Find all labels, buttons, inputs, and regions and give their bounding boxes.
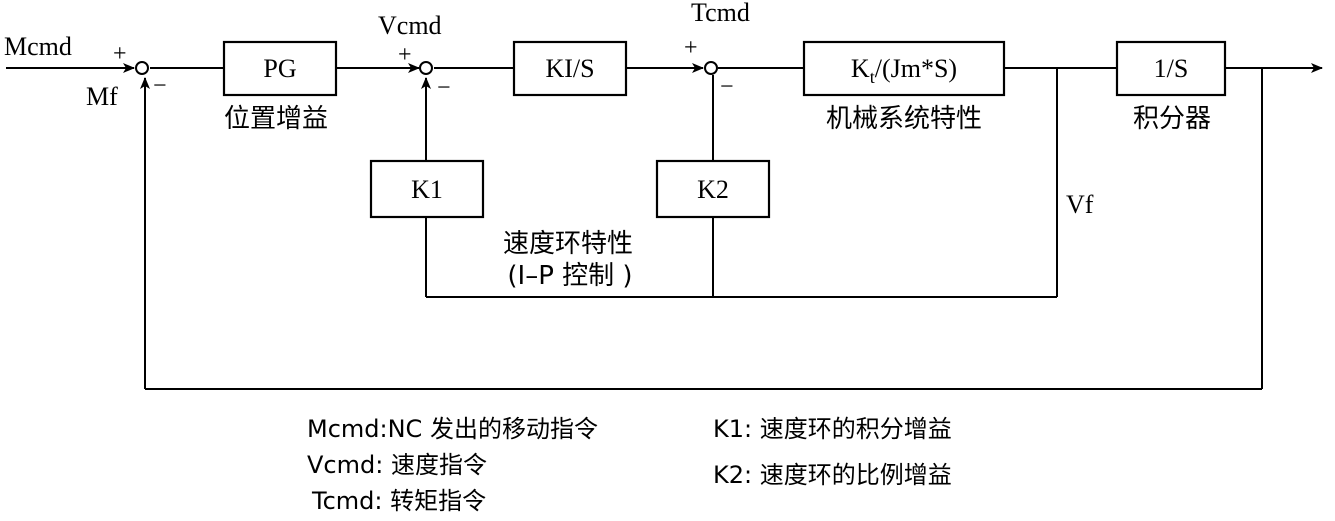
legend-tcmd: Tcmd: 转矩指令 <box>311 487 486 515</box>
signal-tcmd: Tcmd <box>691 0 750 27</box>
sum-junction-torque <box>704 61 718 75</box>
sign-plus-position: + <box>113 41 127 67</box>
signal-mcmd: Mcmd <box>4 32 72 61</box>
kis-block-label: KI/S <box>545 54 594 83</box>
signal-vcmd: Vcmd <box>378 11 442 40</box>
kt-block-label: Kt/(Jm*S) <box>851 54 957 87</box>
sign-plus-torque: + <box>684 35 698 61</box>
sign-minus-position: − <box>153 73 167 99</box>
caption-speed-loop: 速度环特性 <box>503 229 633 259</box>
sign-minus-speed: − <box>437 75 451 101</box>
caption-pg: 位置增益 <box>224 104 328 134</box>
k2-block <box>655 159 771 219</box>
legend-k2: K2: 速度环的比例增益 <box>713 461 952 489</box>
k2-block-label: K2 <box>697 175 729 204</box>
caption-speed-loop-control: (I–P 控制 ) <box>507 261 632 291</box>
signal-vf: Vf <box>1066 190 1094 219</box>
integrator-block <box>1115 40 1227 97</box>
pg-block <box>222 40 338 97</box>
legend-mcmd: Mcmd:NC 发出的移动指令 <box>307 415 598 443</box>
signal-mf: Mf <box>86 82 118 111</box>
sum-junction-position <box>135 61 149 75</box>
caption-integrator: 积分器 <box>1133 104 1211 134</box>
pg-block-label: PG <box>263 54 296 83</box>
kis-block <box>512 40 628 97</box>
kt-subscript: t <box>870 67 875 87</box>
sign-plus-speed: + <box>398 42 412 68</box>
legend-vcmd: Vcmd: 速度指令 <box>307 451 487 479</box>
integrator-block-label: 1/S <box>1154 54 1189 83</box>
k1-block <box>369 159 485 219</box>
sign-minus-torque: − <box>720 74 734 100</box>
sum-junction-speed <box>419 61 433 75</box>
kt-block <box>802 40 1006 97</box>
k1-block-label: K1 <box>411 175 443 204</box>
caption-kt: 机械系统特性 <box>826 104 982 134</box>
legend-k1: K1: 速度环的积分增益 <box>713 415 952 443</box>
